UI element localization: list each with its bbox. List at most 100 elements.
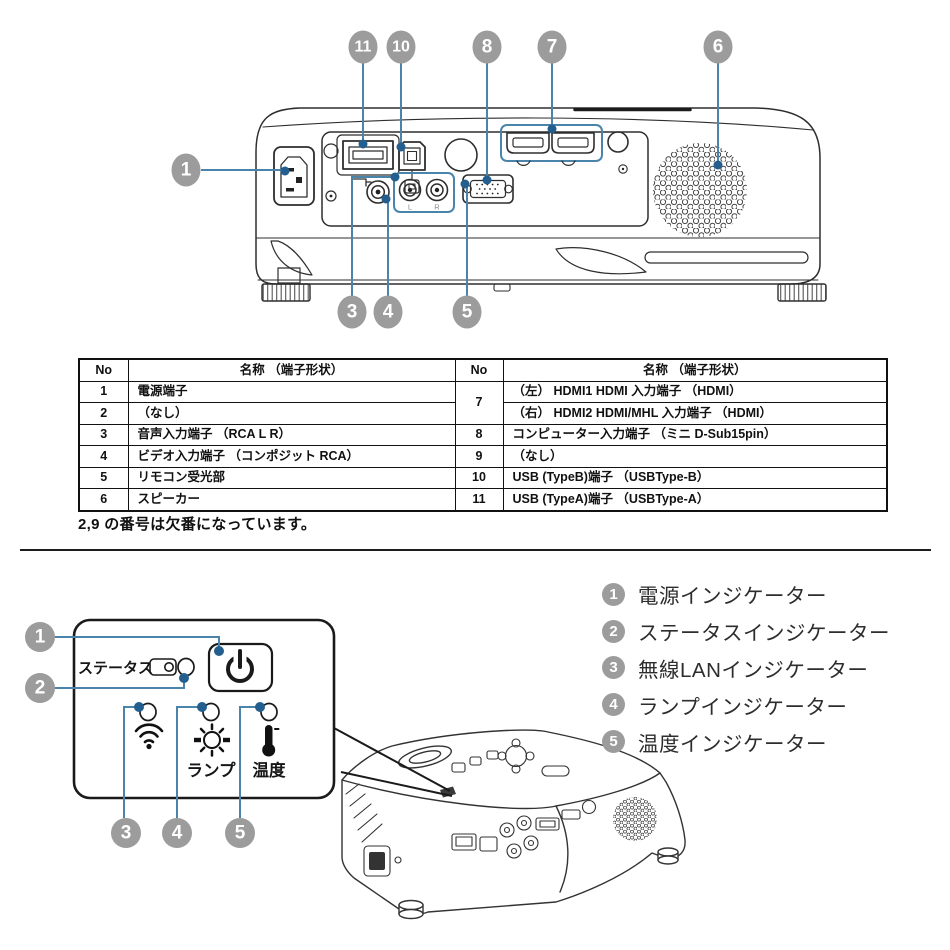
indicator-legend: 1 電源インジケーター 2 ステータスインジケーター 3 無線LANインジケータ…: [602, 576, 890, 760]
wifi-indicator: [139, 702, 157, 722]
port-recess: [321, 131, 649, 227]
lamp-indicator: [202, 702, 220, 722]
svg-text:5: 5: [462, 302, 473, 323]
header-no: No: [78, 358, 129, 382]
legend-item: 2 ステータスインジケーター: [602, 613, 890, 650]
video-input-jack: [366, 180, 390, 204]
audio-left-label: L: [408, 203, 412, 212]
legend-item: 1 電源インジケーター: [602, 576, 890, 613]
callout-lines: [201, 63, 719, 296]
security-slot: [607, 131, 629, 153]
legend-number-badge: 3: [602, 656, 625, 680]
legend-label: ステータスインジケーター: [638, 622, 890, 646]
legend-number-badge: 1: [602, 582, 625, 606]
svg-text:5: 5: [235, 823, 246, 844]
projector-3d: [341, 729, 686, 920]
screw-icon: [325, 190, 337, 202]
side-vents: [345, 783, 383, 843]
table-header-row: No 名称 （端子形状） No 名称 （端子形状）: [78, 358, 888, 382]
cell-no: 11: [454, 488, 504, 511]
svg-text:8: 8: [482, 37, 493, 58]
legend-item: 3 無線LANインジケーター: [602, 650, 890, 687]
svg-text:10: 10: [392, 39, 410, 56]
lamp-label: ランプ: [186, 760, 236, 780]
speaker-grille-3d: [613, 797, 657, 841]
table-row: 5 リモコン受光部 10 USB (TypeB)端子 （USBType-B）: [78, 466, 888, 489]
usb-type-b-port: [398, 141, 426, 194]
svg-text:11: 11: [355, 39, 372, 56]
cell-name: ビデオ入力端子 （コンポジット RCA）: [127, 445, 456, 468]
table-row: 3 音声入力端子 （RCA L R） 8 コンピューター入力端子 （ミニ D-S…: [78, 423, 888, 446]
callout-1: 1: [25, 622, 55, 652]
callout-line-3: [351, 176, 392, 296]
cell-name: 音声入力端子 （RCA L R）: [127, 423, 456, 446]
status-label: ステータス: [78, 660, 153, 677]
table-row: 1 電源端子 7 （左） HDMI1 HDMI 入力端子 （HDMI）: [78, 380, 888, 425]
cell-no: 1: [78, 380, 129, 403]
rear-panel-figure: L R: [171, 30, 827, 329]
legend-item: 4 ランプインジケーター: [602, 686, 890, 723]
cell-no: 6: [78, 488, 129, 511]
cell-no: 7: [454, 380, 504, 425]
callout-5: 5: [452, 295, 482, 329]
cell-name: 電源端子: [127, 380, 456, 403]
callout-3: 3: [337, 295, 367, 329]
callout-8: 8: [472, 30, 502, 64]
cell-name: スピーカー: [127, 488, 456, 511]
legend-label: 温度インジケーター: [638, 732, 827, 756]
svg-text:7: 7: [547, 37, 558, 58]
callout-line-5: [239, 706, 260, 818]
svg-text:6: 6: [713, 37, 724, 58]
callout-2: 2: [25, 673, 55, 703]
control-buttons: [451, 738, 570, 777]
cell-name: （左） HDMI1 HDMI 入力端子 （HDMI）: [502, 380, 888, 403]
cell-name: リモコン受光部: [127, 466, 456, 489]
cell-no: 9: [454, 445, 504, 468]
svg-text:4: 4: [172, 823, 183, 844]
audio-input-jacks: L R: [393, 172, 455, 213]
wifi-icon: [134, 723, 164, 750]
svg-text:3: 3: [121, 823, 132, 844]
legend-label: ランプインジケーター: [638, 695, 848, 719]
callout-5: 5: [225, 818, 255, 848]
svg-text:2: 2: [35, 678, 46, 699]
callout-line-2: [55, 681, 185, 689]
legend-number-badge: 5: [602, 730, 625, 754]
panel-callout-dots: [134, 646, 265, 712]
table-row: 6 スピーカー 11 USB (TypeA)端子 （USBType-A）: [78, 488, 888, 511]
cell-name: USB (TypeB)端子 （USBType-B）: [502, 466, 888, 489]
callout-1: 1: [171, 153, 201, 187]
cell-no: 4: [78, 445, 129, 468]
cell-no: 8: [454, 423, 504, 446]
panel-pointer-lines: [333, 727, 453, 797]
legend-label: 電源インジケーター: [638, 585, 827, 609]
cell-name: （右） HDMI2 HDMI/MHL 入力端子 （HDMI）: [502, 402, 888, 425]
callout-line-4: [176, 706, 202, 818]
callout-line-1: [55, 636, 220, 648]
callout-11: 11: [348, 30, 378, 64]
svg-text:3: 3: [347, 302, 358, 323]
screw-icon: [618, 164, 628, 174]
callout-7: 7: [537, 30, 567, 64]
cell-name: USB (TypeA)端子 （USBType-A）: [502, 488, 888, 511]
rear-foot-right: [777, 283, 827, 302]
audio-right-label: R: [434, 203, 440, 212]
header-name: 名称 （端子形状）: [502, 358, 888, 382]
legend-item: 5 温度インジケーター: [602, 723, 890, 760]
cell-no: 5: [78, 466, 129, 489]
port-name-table: No 名称 （端子形状） No 名称 （端子形状） 1 電源端子 7 （左） H…: [78, 358, 888, 512]
cell-name: コンピューター入力端子 （ミニ D-Sub15pin）: [502, 423, 888, 446]
callout-6: 6: [703, 30, 733, 64]
cell-name: （なし）: [502, 445, 888, 468]
power-button: [207, 642, 274, 693]
lamp-icon: [194, 723, 230, 757]
thermometer-icon: [262, 725, 280, 757]
callout-dots: [280, 124, 723, 204]
table-row: 2 （なし） （右） HDMI2 HDMI/MHL 入力端子 （HDMI）: [78, 402, 888, 425]
header-no: No: [454, 358, 504, 382]
indicator-figure: ステータス: [25, 618, 686, 920]
rear-foot-left: [261, 267, 311, 302]
cell-no: 2: [78, 402, 129, 425]
projector-icon: [149, 658, 177, 676]
